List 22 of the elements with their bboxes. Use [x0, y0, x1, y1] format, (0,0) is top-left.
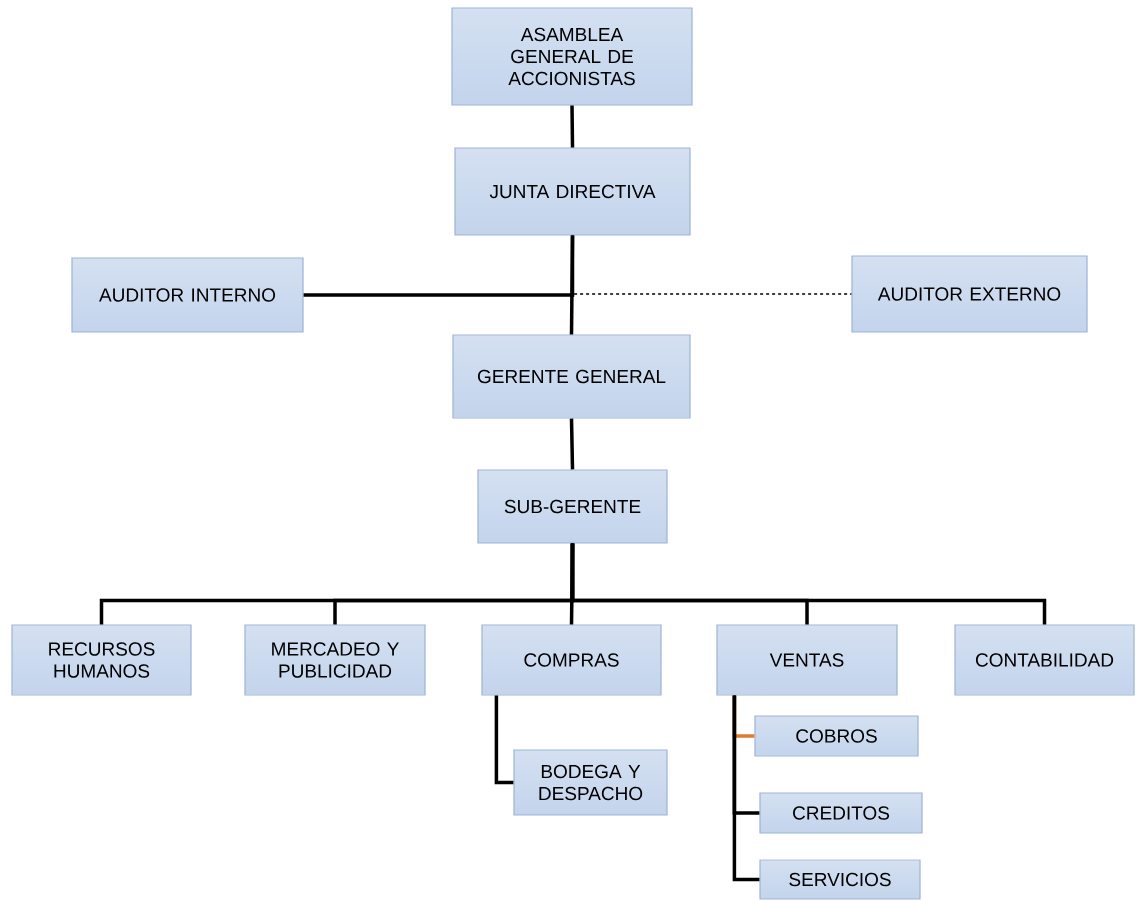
org-box: RECURSOS HUMANOS: [11, 624, 192, 696]
connector-line: [494, 695, 514, 785]
org-box: COBROS: [754, 715, 919, 757]
org-box: GERENTE GENERAL: [452, 334, 691, 419]
org-box: SUB-GERENTE: [477, 469, 668, 544]
org-box: AUDITOR INTERNO: [71, 257, 304, 333]
org-box: JUNTA DIRECTIVA: [454, 147, 691, 236]
connector-line: [303, 235, 575, 297]
connector-line: [732, 695, 760, 882]
connector-line: [571, 234, 853, 295]
org-box: ASAMBLEA GENERAL DE ACCIONISTAS: [451, 7, 693, 106]
org-box: CONTABILIDAD: [954, 624, 1135, 696]
org-box: VENTAS: [716, 624, 898, 696]
org-box: BODEGA Y DESPACHO: [513, 749, 668, 816]
connector-line: [569, 418, 575, 470]
org-box: MERCADEO Y PUBLICIDAD: [244, 624, 426, 696]
org-box: CREDITOS: [759, 792, 923, 834]
org-box: COMPRAS: [481, 624, 662, 696]
org-box: AUDITOR EXTERNO: [851, 255, 1088, 333]
connector-line: [570, 543, 1047, 625]
connector-line: [570, 105, 575, 148]
org-box: SERVICIOS: [759, 859, 921, 900]
